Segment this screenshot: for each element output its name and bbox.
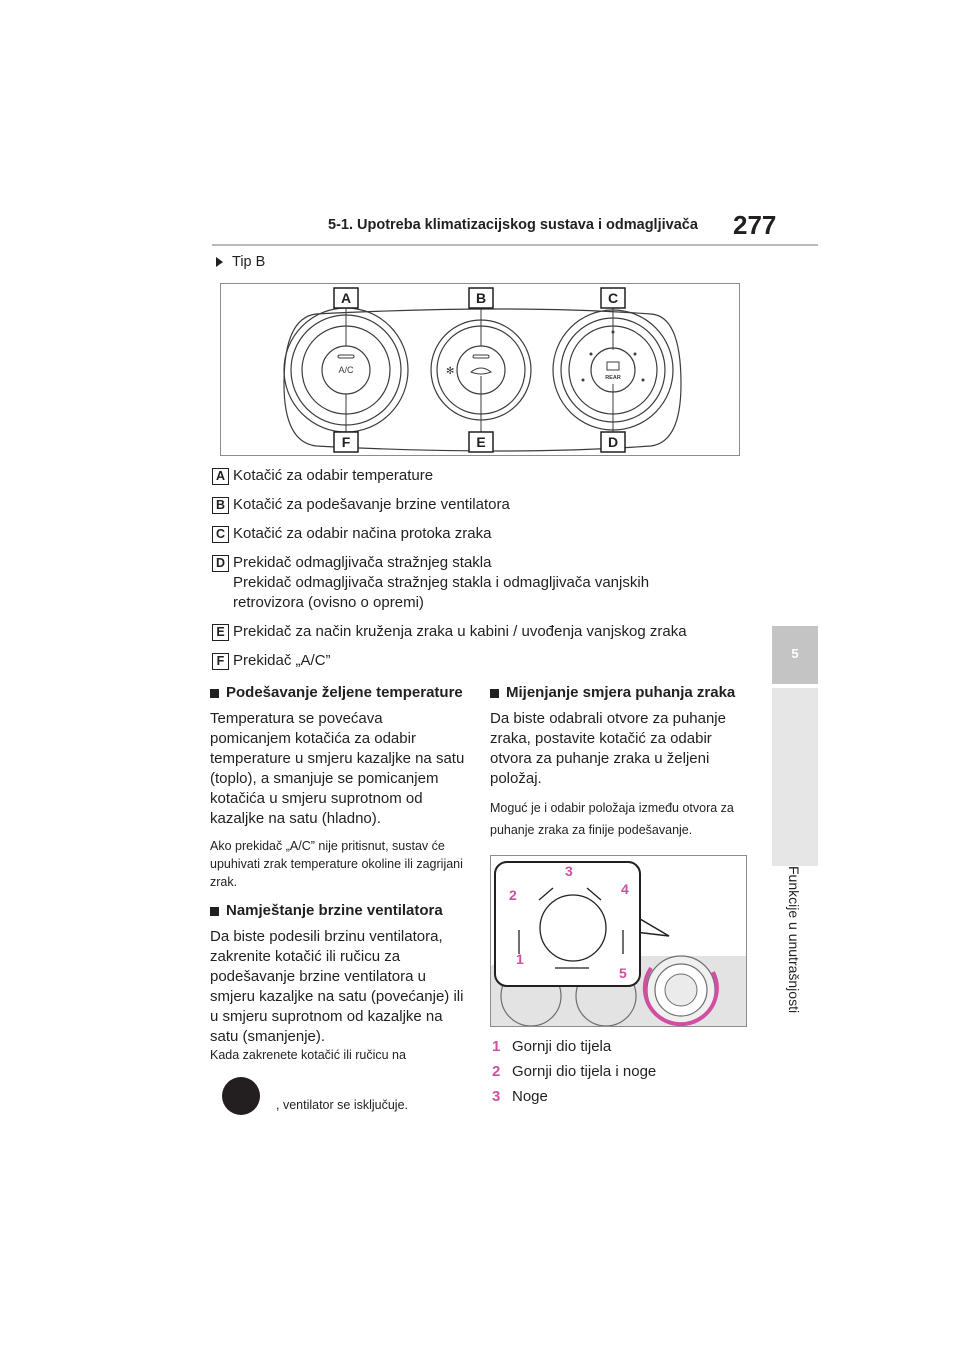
legend-badge: A: [212, 468, 229, 485]
list-item: 3 Noge: [492, 1088, 548, 1105]
chapter-number: 5: [791, 646, 799, 661]
airflow-mode-illustration: 1 2 3 4 5: [491, 861, 746, 1026]
fan-heading: Namještanje brzine ventilatora: [210, 901, 465, 921]
variant-label: Tip B: [216, 254, 265, 270]
chapter-tab-rule: [772, 688, 818, 866]
legend-text: Prekidač odmagljivača stražnjeg stakla P…: [233, 553, 693, 613]
fan-off-position-icon: [222, 1077, 260, 1115]
airflow-body: Da biste odabrali otvore za puhanje zrak…: [490, 710, 726, 787]
climate-panel-figure: A/C ✻ REAR: [220, 283, 740, 456]
right-column: Mijenjanje smjera puhanja zraka Da biste…: [490, 683, 750, 1112]
legend-item-a: A Kotačić za odabir temperature: [212, 466, 772, 486]
legend-line: Prekidač odmagljivača stražnjeg stakla i…: [233, 574, 650, 611]
mode-number-3: 3: [565, 863, 573, 879]
square-bullet-icon: [490, 689, 499, 698]
callout-legend: A Kotačić za odabir temperature B Kotači…: [212, 466, 772, 680]
callout-d: D: [608, 434, 618, 450]
legend-text: Kotačić za odabir temperature: [233, 467, 434, 484]
triangle-bullet-icon: [216, 257, 223, 267]
temperature-heading: Podešavanje željene temperature: [210, 683, 465, 703]
legend-text: Prekidač za način kruženja zraka u kabin…: [233, 623, 687, 640]
ac-button-label: A/C: [338, 365, 354, 375]
list-item: 1 Gornji dio tijela: [492, 1038, 612, 1055]
legend-item-f: F Prekidač „A/C”: [212, 651, 772, 671]
variant-label-text: Tip B: [232, 254, 266, 270]
temperature-note: Ako prekidač „A/C” nije pritisnut, susta…: [210, 839, 463, 889]
airflow-note: Moguć je i odabir položaja između otvora…: [490, 801, 734, 837]
legend-badge: E: [212, 624, 229, 641]
list-item: 2 Gornji dio tijela i noge: [492, 1063, 657, 1080]
legend-item-e: E Prekidač za način kruženja zraka u kab…: [212, 622, 772, 642]
left-column: Podešavanje željene temperature Temperat…: [210, 683, 465, 1115]
airflow-mode-figure: 1 2 3 4 5: [490, 855, 747, 1027]
section-title: 5-1. Upotreba klimatizacijskog sustava i…: [328, 217, 698, 233]
legend-badge: F: [212, 653, 229, 670]
legend-item-b: B Kotačić za podešavanje brzine ventilat…: [212, 495, 772, 515]
climate-panel-illustration: A/C ✻ REAR: [283, 287, 682, 453]
fan-note: Kada zakrenete kotačić ili ručicu na: [210, 1048, 406, 1062]
mode-number-5: 5: [619, 965, 627, 981]
temperature-body: Temperatura se povećava pomicanjem kotač…: [210, 710, 465, 827]
callout-a: A: [341, 290, 351, 306]
fan-body: Da biste podesili brzinu ventilatora, za…: [210, 928, 464, 1045]
legend-badge: C: [212, 526, 229, 543]
legend-text: Kotačić za odabir načina protoka zraka: [233, 525, 492, 542]
page-number: 277: [733, 210, 777, 240]
callout-b: B: [476, 290, 486, 306]
legend-badge: B: [212, 497, 229, 514]
callout-e: E: [476, 434, 485, 450]
airflow-heading: Mijenjanje smjera puhanja zraka: [490, 683, 750, 703]
square-bullet-icon: [210, 907, 219, 916]
chapter-tab: 5: [772, 626, 818, 684]
legend-text: Prekidač „A/C”: [233, 652, 331, 669]
airflow-mode-list: 1 Gornji dio tijela 2 Gornji dio tijela …: [490, 1037, 750, 1107]
legend-item-c: C Kotačić za odabir načina protoka zraka: [212, 524, 772, 544]
square-bullet-icon: [210, 689, 219, 698]
rear-defogger-label: REAR: [605, 375, 621, 381]
fan-off-row: , ventilator se isključuje.: [222, 1077, 465, 1115]
legend-text: Kotačić za podešavanje brzine ventilator…: [233, 496, 510, 513]
mode-number-4: 4: [621, 881, 629, 897]
fan-icon: ✻: [446, 366, 454, 377]
legend-item-d: D Prekidač odmagljivača stražnjeg stakla…: [212, 553, 772, 613]
legend-line: Prekidač odmagljivača stražnjeg stakla: [233, 554, 492, 571]
chapter-title: Funkcije u unutrašnjosti: [786, 866, 802, 1014]
header-divider: [212, 244, 818, 246]
callout-f: F: [342, 434, 351, 450]
mode-number-1: 1: [516, 951, 524, 967]
mode-number-2: 2: [509, 887, 517, 903]
fan-off-text: , ventilator se isključuje.: [276, 1098, 409, 1112]
callout-c: C: [608, 290, 618, 306]
legend-badge: D: [212, 555, 229, 572]
